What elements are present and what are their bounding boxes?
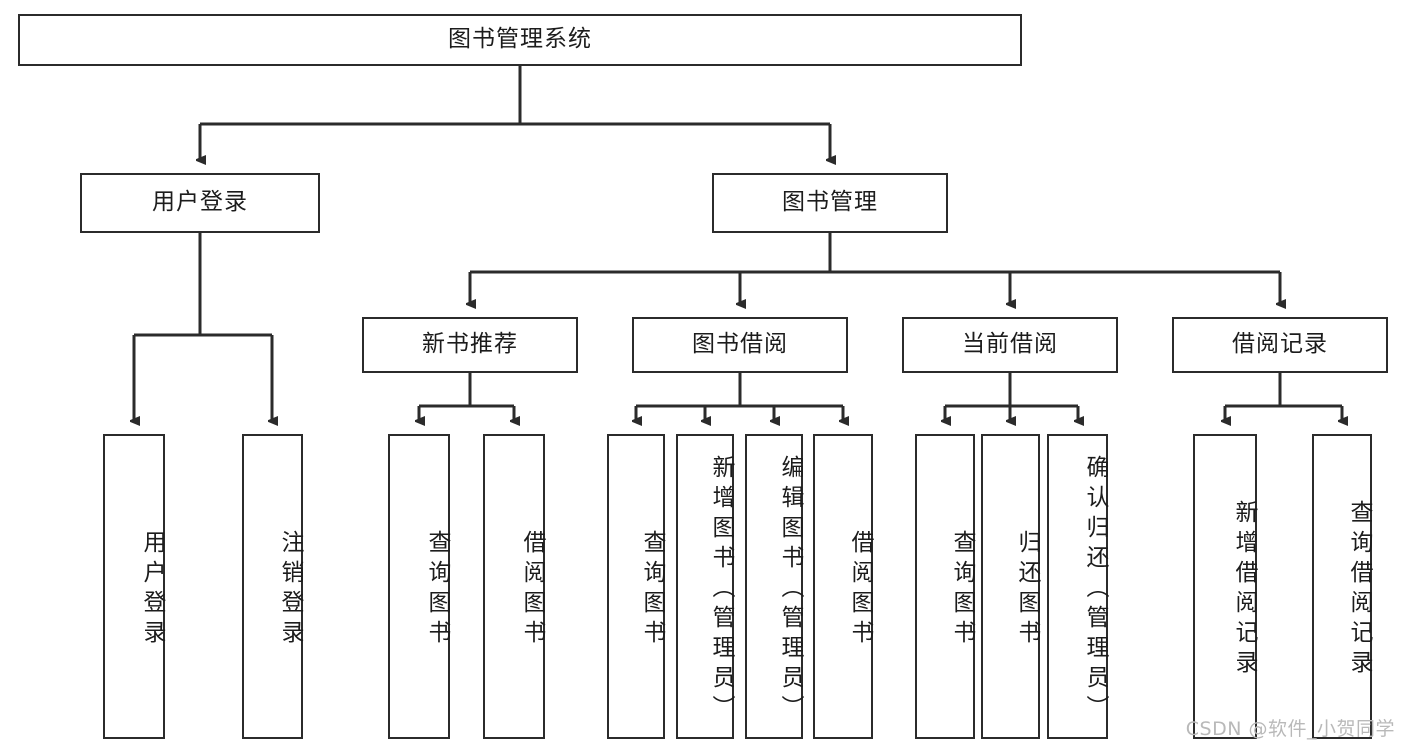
leaf-current-query-book-label: 查询图书 [949, 529, 975, 650]
leaf-new-query-book-label: 查询图书 [424, 529, 450, 650]
node-borrow-records[interactable]: 借阅记录 [1172, 317, 1388, 373]
leaf-add-book-admin-label: 新增图书（管理员） [708, 454, 734, 725]
leaf-new-borrow-book[interactable]: 借阅图书 [483, 434, 545, 739]
leaf-borrow-query-book[interactable]: 查询图书 [607, 434, 665, 739]
node-book-management-label: 图书管理 [782, 189, 878, 216]
node-new-book-recommend-label: 新书推荐 [422, 331, 518, 358]
leaf-user-login[interactable]: 用户登录 [103, 434, 165, 739]
leaf-return-book[interactable]: 归还图书 [981, 434, 1040, 739]
leaf-user-login-label: 用户登录 [139, 529, 165, 650]
leaf-query-borrow-record[interactable]: 查询借阅记录 [1312, 434, 1372, 739]
leaf-return-book-label: 归还图书 [1014, 529, 1040, 650]
leaf-confirm-return-admin-label: 确认归还（管理员） [1082, 454, 1108, 725]
leaf-user-logout-label: 注销登录 [277, 529, 303, 650]
leaf-query-borrow-record-label: 查询借阅记录 [1346, 499, 1372, 680]
leaf-edit-book-admin-label: 编辑图书（管理员） [777, 454, 803, 725]
node-current-borrow[interactable]: 当前借阅 [902, 317, 1118, 373]
node-current-borrow-label: 当前借阅 [962, 331, 1058, 358]
node-user-login-label: 用户登录 [152, 189, 248, 216]
leaf-current-query-book[interactable]: 查询图书 [915, 434, 975, 739]
leaf-edit-book-admin[interactable]: 编辑图书（管理员） [745, 434, 803, 739]
leaf-confirm-return-admin[interactable]: 确认归还（管理员） [1047, 434, 1108, 739]
csdn-watermark: CSDN @软件_小贺同学 [1185, 718, 1395, 740]
leaf-add-borrow-record[interactable]: 新增借阅记录 [1193, 434, 1257, 739]
leaf-borrow-query-book-label: 查询图书 [639, 529, 665, 650]
node-book-borrow-label: 图书借阅 [692, 331, 788, 358]
leaf-borrow-lend-book[interactable]: 借阅图书 [813, 434, 873, 739]
leaf-borrow-lend-book-label: 借阅图书 [847, 529, 873, 650]
leaf-new-borrow-book-label: 借阅图书 [519, 529, 545, 650]
node-book-management[interactable]: 图书管理 [712, 173, 948, 233]
node-user-login[interactable]: 用户登录 [80, 173, 320, 233]
leaf-user-logout[interactable]: 注销登录 [242, 434, 303, 739]
node-root-label: 图书管理系统 [448, 26, 592, 53]
node-borrow-records-label: 借阅记录 [1232, 331, 1328, 358]
leaf-add-borrow-record-label: 新增借阅记录 [1231, 499, 1257, 680]
node-root[interactable]: 图书管理系统 [18, 14, 1022, 66]
node-new-book-recommend[interactable]: 新书推荐 [362, 317, 578, 373]
node-book-borrow[interactable]: 图书借阅 [632, 317, 848, 373]
leaf-add-book-admin[interactable]: 新增图书（管理员） [676, 434, 734, 739]
leaf-new-query-book[interactable]: 查询图书 [388, 434, 450, 739]
